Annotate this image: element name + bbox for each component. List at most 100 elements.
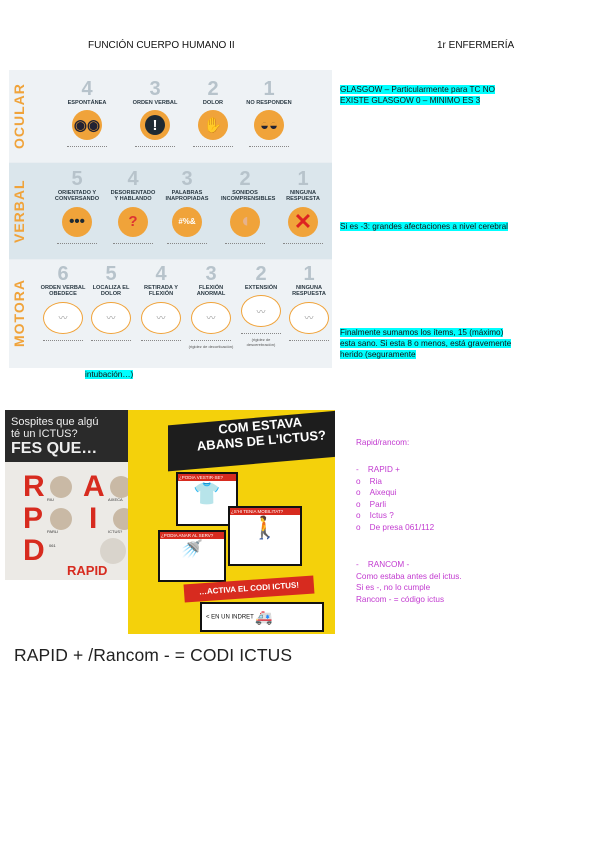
list-item: o Parli	[356, 499, 387, 509]
glasgow-note: GLASGOW – Particularmente para TC NO EXI…	[340, 84, 512, 106]
item-label: RETIRADA Y FLEXIÓN	[144, 285, 178, 298]
rapid-letter: I	[89, 502, 98, 535]
ocular-item: 3 ORDEN VERBAL !	[131, 78, 179, 148]
course-level: 1r ENFERMERÍA	[437, 40, 515, 51]
list-item-text: Ictus ?	[369, 511, 394, 521]
score: 5	[105, 263, 117, 285]
item-label: FLEXIÓN ANORMAL	[196, 285, 226, 298]
rancom-desc-line: Como estaba antes del ictus.	[356, 572, 462, 581]
face-illustration	[50, 476, 72, 498]
alert-icon: !	[140, 110, 170, 141]
motora-item: 1 NINGUNA RESPUESTA 〰	[285, 264, 332, 341]
list-item-text: Ria	[369, 477, 382, 486]
item-label: NINGUNA RESPUESTA	[292, 285, 326, 298]
item-label: ORDEN VERBAL OBEDECE	[40, 285, 86, 298]
score: 3	[205, 263, 217, 285]
rapid-small-label: ICTUS?	[108, 529, 123, 534]
rapid-line: té un ICTUS?	[11, 428, 78, 440]
rapid-letter: R	[23, 470, 45, 503]
final-note-text: Finalmente sumamos los ítems, 15 (máximo…	[340, 328, 512, 359]
motora-item: 2 EXTENSIÓN 〰 (rigidez de descerebración…	[237, 264, 285, 347]
rapid-rancom-title: Rapid/rancom:	[356, 438, 410, 447]
ocular-band: OCULAR 4 ESPONTÁNEA ◉◉ 3 ORDEN VERBAL ! …	[9, 70, 332, 162]
ocular-item: 4 ESPONTÁNEA ◉◉	[63, 78, 111, 148]
pain-hand-icon: ✋	[198, 110, 228, 141]
list-item-text: De presa 061/112	[369, 522, 435, 532]
divider	[43, 339, 83, 341]
severity-note: Si es -3: grandes afectaciones a nivel c…	[340, 221, 520, 232]
rancom-main-text: RANCOM -	[367, 560, 410, 569]
item-label: DESORIENTADO Y HABLANDO	[110, 190, 156, 203]
rancom-desc-line: Si es -, no lo cumple	[356, 583, 431, 593]
divider	[191, 339, 231, 341]
verbal-band: VERBAL 5 ORIENTADO Y CONVERSANDO ••• 4 D…	[9, 163, 332, 259]
motora-item: 4 RETIRADA Y FLEXIÓN 〰	[137, 264, 185, 341]
eyes-open-icon: ◉◉	[72, 110, 102, 141]
glasgow-scale-infographic: OCULAR 4 ESPONTÁNEA ◉◉ 3 ORDEN VERBAL ! …	[9, 70, 332, 368]
ambulance-icon: 🚑	[255, 609, 273, 625]
item-label: PALABRAS INAPROPIADAS	[165, 190, 209, 203]
divider	[289, 339, 329, 341]
panel-caption: ¿S'HI TENIA MOBILITAT?	[230, 508, 300, 515]
score: 4	[81, 78, 93, 100]
verbal-item: 4 DESORIENTADO Y HABLANDO ?	[109, 169, 157, 244]
no-response-icon: ✕	[288, 206, 318, 237]
clothing-panel: ¿PODIA VESTIR-SE? 👕	[176, 472, 238, 526]
motora-item: 3 FLEXIÓN ANORMAL 〰 (rigidez de decortic…	[187, 264, 235, 349]
divider	[249, 146, 289, 148]
divider	[241, 333, 281, 335]
rapid-letter: D	[23, 534, 45, 567]
list-item: o Ictus ?	[356, 511, 394, 521]
final-note: Finalmente sumamos los ítems, 15 (máximo…	[340, 327, 518, 360]
final-note-continuation: intubación…)	[85, 369, 134, 380]
item-label: EXTENSIÓN	[244, 285, 278, 291]
rapid-line: FES QUE…	[11, 440, 98, 457]
arm-posture-icon: 〰	[191, 301, 231, 334]
score: 6	[57, 263, 69, 285]
rancom-description: Como estaba antes del ictus. Si es -, no…	[356, 571, 462, 605]
divider	[57, 242, 97, 244]
elderly-person-illustration	[100, 538, 126, 564]
verbal-section-title: VERBAL	[11, 179, 27, 243]
rapid-letter: P	[23, 502, 44, 535]
score: 4	[155, 263, 167, 285]
rapid-small-label: PARLI	[47, 529, 59, 534]
item-label: ORIENTADO Y CONVERSANDO	[54, 190, 100, 203]
arm-posture-icon: 〰	[43, 301, 83, 334]
item-label: ESPONTÁNEA	[67, 100, 107, 106]
divider	[283, 242, 323, 244]
score: 1	[297, 168, 309, 190]
rapid-letter: A	[83, 470, 105, 503]
list-item-text: Aixequi	[369, 488, 397, 498]
item-label: SONIDOS INCOMPRENSIBLES	[221, 190, 276, 203]
course-title: FUNCIÓN CUERPO HUMANO II	[88, 40, 235, 51]
score: 1	[263, 78, 275, 100]
score: 4	[127, 168, 139, 190]
rapid-question: Sospites que algú té un ICTUS? FES QUE…	[11, 416, 98, 458]
arm-posture-icon: 〰	[289, 301, 329, 334]
score: 2	[239, 168, 251, 190]
item-label: ORDEN VERBAL	[132, 100, 178, 106]
score: 3	[149, 78, 161, 100]
list-item: o Ria	[356, 477, 382, 486]
mobility-panel: ¿S'HI TENIA MOBILITAT? 🚶	[228, 506, 302, 566]
speech-bubble-icon: •••	[62, 206, 92, 237]
verbal-item: 5 ORIENTADO Y CONVERSANDO •••	[53, 169, 101, 244]
verbal-item: 3 PALABRAS INAPROPIADAS #%&	[163, 169, 211, 244]
arm-posture-icon: 〰	[141, 301, 181, 334]
rapid-small-label: RIU	[47, 497, 54, 502]
item-label: DOLOR	[202, 100, 224, 106]
rapid-main: - RAPID +	[356, 465, 400, 474]
motora-band: MOTORA 6 ORDEN VERBAL OBEDECE 〰 5 LOCALI…	[9, 260, 332, 368]
divider	[113, 242, 153, 244]
divider	[91, 339, 131, 341]
symbols-bubble-icon: #%&	[172, 206, 202, 237]
score: 2	[255, 263, 267, 285]
item-label: LOCALIZA EL DOLOR	[92, 285, 130, 298]
verbal-item: 1 NINGUNA RESPUESTA ✕	[279, 169, 327, 244]
question-icon: ?	[118, 206, 148, 237]
severity-note-text: Si es -3: grandes afectaciones a nivel c…	[340, 222, 508, 231]
item-sublabel: (rigidez de descerebración)	[246, 337, 276, 348]
list-item: o De presa 061/112	[356, 522, 435, 532]
face-illustration	[50, 508, 72, 530]
